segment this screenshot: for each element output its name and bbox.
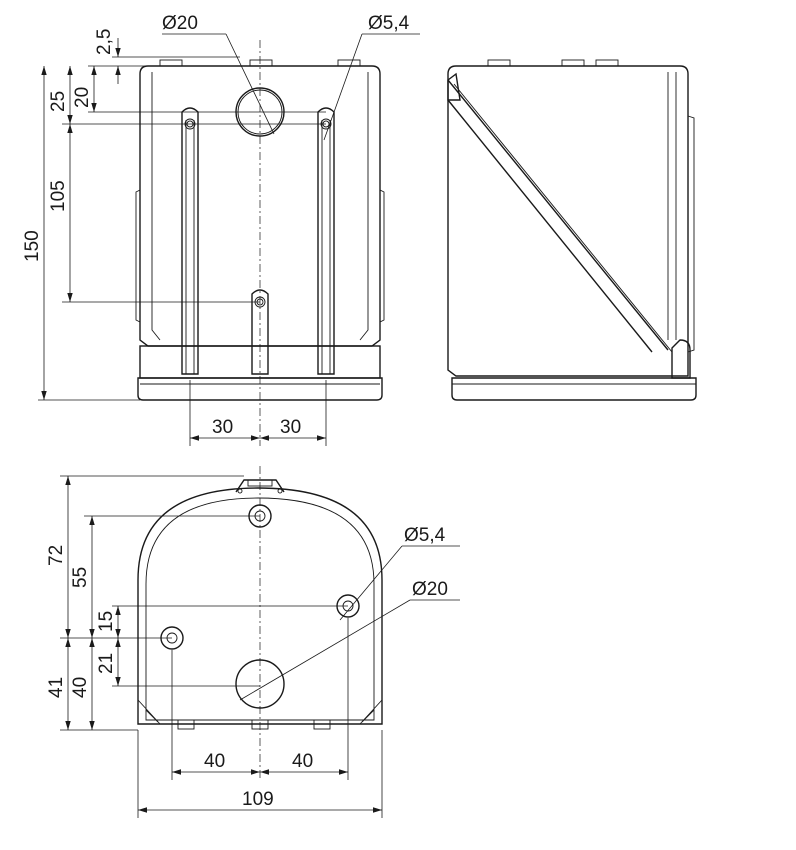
dim-40-vertical-label: 40 [70,677,91,698]
small-hole-diameter-label: Ø5,4 [404,525,446,546]
dim-20-label: 20 [72,87,93,108]
front-view: 2,5 20 25 105 150 30 30 Ø20 Ø5,4 [22,13,420,446]
dim-105-label: 105 [48,180,69,212]
dim-left-40-label: 40 [204,751,225,772]
dim-right-40-label: 40 [292,751,313,772]
top-hole-diameter-label: Ø20 [162,13,198,34]
side-view [447,59,697,401]
dim-109-label: 109 [242,789,274,810]
dim-41-label: 41 [46,677,67,698]
dim-55-label: 55 [70,567,91,588]
dim-25-label: 25 [48,91,69,112]
slot-diameter-label: Ø5,4 [368,13,410,34]
dim-2-5-label: 2,5 [94,29,115,55]
dim-150-label: 150 [22,230,43,262]
dim-right-30-label: 30 [280,417,301,438]
large-hole-diameter-label: Ø20 [412,579,448,600]
dim-left-30-label: 30 [212,417,233,438]
dim-15-label: 15 [96,611,117,632]
bottom-view: 72 55 15 21 40 41 40 40 109 Ø5,4 Ø20 [46,466,460,818]
dim-21-label: 21 [96,653,117,674]
dim-72-label: 72 [46,545,67,566]
